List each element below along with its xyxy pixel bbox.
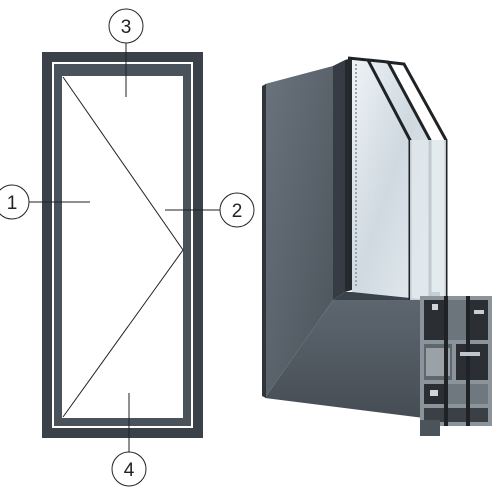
profile-3d-render [262,56,492,436]
callout-2: 2 [219,192,255,228]
callout-1-label: 1 [7,193,18,214]
sash-bead-vertical [345,58,352,292]
callout-1: 1 [0,184,30,220]
callout-2-label: 2 [232,201,243,222]
triangle-open-direction-icon [62,76,184,418]
frame-face-vertical [265,66,333,398]
glass-pane [62,76,183,418]
profile-cross-section [420,296,492,426]
frame-edge-left [262,84,266,398]
glass-side-face [410,140,446,300]
callout-3-label: 3 [121,17,132,38]
window-elevation: 1 2 3 4 [0,8,255,487]
frame-bottom-front [420,420,440,436]
callout-3: 3 [108,8,144,44]
callout-4-label: 4 [124,460,135,481]
callout-4: 4 [111,451,147,487]
frame-step-vertical [333,60,345,300]
frame-face-horizontal [265,300,440,420]
